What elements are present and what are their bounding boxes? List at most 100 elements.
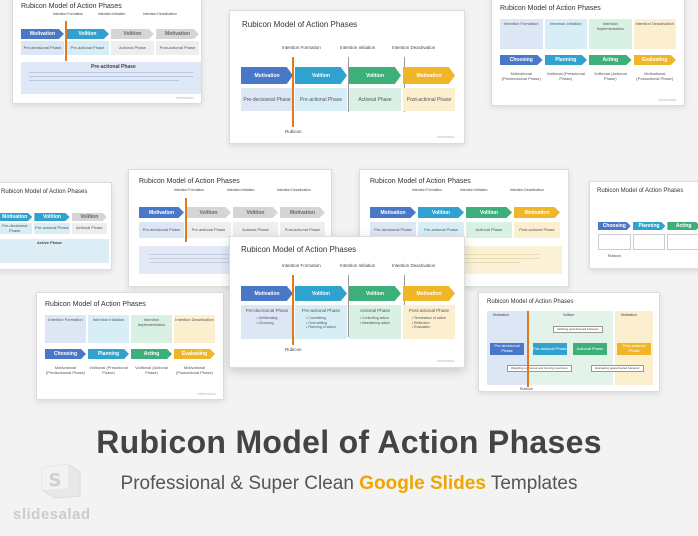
step-arrow: Evaluating [174,349,215,359]
slide-thumbnail[interactable]: Rubicon Model of Action Phases Intention… [491,0,685,106]
phase-arrow: Motivation [514,207,560,218]
step-sub: Volitional (Preactional Phase) [546,71,585,81]
marker-label: Intention Formation [174,188,205,192]
subphase-box: Post-actional Phase [280,222,325,238]
subphase-box: Pre-decisional Phase [139,222,184,238]
phase-arrow: Volition [295,286,347,301]
marker-label: Intention Initiation [340,45,376,50]
panel-title: Active Phase [37,240,62,245]
phase-arrow: Motivation [280,207,325,218]
bullet-item: • Evaluation [411,324,431,329]
step-sub: Motivational (Predecisional Phase) [501,71,541,81]
phase-arrow: Motivation [403,286,455,301]
footer-brand: slidesalad [436,358,455,364]
step-marker: Intention Implementation [589,19,632,49]
slide-thumbnail[interactable]: Rubicon Model of Action Phases Motivatio… [478,292,660,392]
slide-title: Rubicon Model of Action Phases [500,5,601,12]
phase-arrow: Volition [186,207,231,218]
bullet-item: • Maintaining action [359,320,391,325]
footer-brand: slidesalad [658,96,677,102]
slide-thumbnail[interactable]: Rubicon Model of Action Phases Intention… [128,169,332,287]
marker-label: Intention Initiation [340,263,376,268]
step-arrow: Choosing [45,349,86,359]
step-marker: Intention Formation [500,19,543,49]
phase-arrow: Motivation [241,286,293,301]
rubicon-line [292,57,294,127]
phase-arrow: Motivation [21,29,64,39]
flow-box: Pre-actional Phase [533,343,567,355]
marker-label: Intention Deactivation [392,263,436,268]
subphase-box: Post-actional Phase [514,222,560,238]
subphase-box: Pre-actional Phase [186,222,231,238]
logo-wordmark: slidesalad [13,506,91,523]
step-arrow: Planning [544,55,587,65]
step-sub: Volitional (Actional Phase) [135,365,168,375]
panel-title: Pre-actional Phase [91,64,136,70]
step-sub: Volitional (Actional Phase) [593,71,627,81]
slidesalad-logo-icon: S [41,463,81,499]
phase-arrow: Volition [349,67,401,84]
phase-arrow: Volition [349,286,401,301]
bullet-item: • Planning of action [305,324,337,329]
rubicon-line [185,198,187,242]
bullet-item: • Deliberating [256,316,278,321]
flow-top-label: Motivation [493,313,509,317]
subphase-box: Actional Phase [466,222,512,238]
footer-brand: slidesalad [175,94,194,100]
page-subheading: Professional & Super Clean Google Slides… [120,473,578,494]
slide-title: Rubicon Model of Action Phases [1,189,88,195]
step-arrow: Evaluating [633,55,676,65]
marker-label: Intention Formation [53,12,84,16]
footer-brand: slidesalad [197,390,216,396]
bullet-item: • Choosing [256,320,274,325]
flow-top-label: Volition [563,313,575,317]
slide-thumbnail[interactable]: Rubicon Model of Action Phases Choosing … [589,181,698,269]
step-arrow: Planning [88,349,129,359]
highlight-text: Google Slides [359,473,486,494]
step-marker: Intention Formation [45,315,86,343]
phase-arrow: Motivation [139,207,184,218]
slide-title: Rubicon Model of Action Phases [45,301,146,308]
slide-thumbnail[interactable]: Rubicon Model of Action Phases Motivatio… [0,182,112,270]
step-arrow: Choosing [598,222,631,230]
rubicon-line [292,275,294,345]
step-arrow: Choosing [500,55,543,65]
slide-title: Rubicon Model of Action Phases [487,299,574,305]
bullet-item: • Controlling action [359,316,390,321]
subphase-box: Pre-decisional Phase [370,222,416,238]
marker-label: Intention Initiation [98,12,126,16]
phase-arrow: Motivation [403,67,455,84]
step-arrow: Acting [667,222,698,230]
slide-thumbnail[interactable]: Rubicon Model of Action Phases Intention… [36,292,224,400]
phase-arrow: Volition [111,29,154,39]
subphase-title: Pre-decisional Phase [245,308,289,313]
bullet-item: • Reflection [411,320,430,325]
step-sub: Motivational (Predecisional Phase) [45,365,86,375]
slide-thumbnail[interactable]: Rubicon Model of Action Phases Intention… [12,0,202,104]
bullet-item: • Committing [305,316,326,321]
marker-label: Intention Formation [282,263,321,268]
subphase-box: Pre-actional Phase [34,223,70,234]
rubicon-label: Rubicon [285,347,302,352]
step-marker: Intention Implementation [131,315,172,343]
phase-arrow: Volition [71,213,107,221]
marker-label: Intention Deactivation [143,12,177,16]
step-arrow: Acting [131,349,172,359]
subphase-box: Pre-actional Phase [418,222,464,238]
subphase-box: Pre-actional Phase [66,41,109,55]
page-heading: Rubicon Model of Action Phases [96,424,602,460]
step-marker: Intention Deactivation [174,315,215,343]
bullet-item: • Goal-setting [305,320,328,325]
marker-label: Intention Deactivation [277,188,311,192]
slide-thumbnail[interactable]: Rubicon Model of Action Phases Intention… [229,10,465,144]
rubicon-label: Rubicon [520,387,533,391]
phase-arrow: Volition [418,207,464,218]
slide-thumbnail-main[interactable]: Rubicon Model of Action Phases Intention… [229,236,465,368]
slide-title: Rubicon Model of Action Phases [242,20,358,29]
subphase-box: Post-actional Phase [156,41,199,55]
rubicon-label: Rubicon [608,254,621,258]
rubicon-line [65,21,67,61]
marker-label: Intention Formation [412,188,443,192]
subphase-title: Pre-actional Phase [301,308,341,313]
flow-box: Post-actional Phase [617,343,651,355]
